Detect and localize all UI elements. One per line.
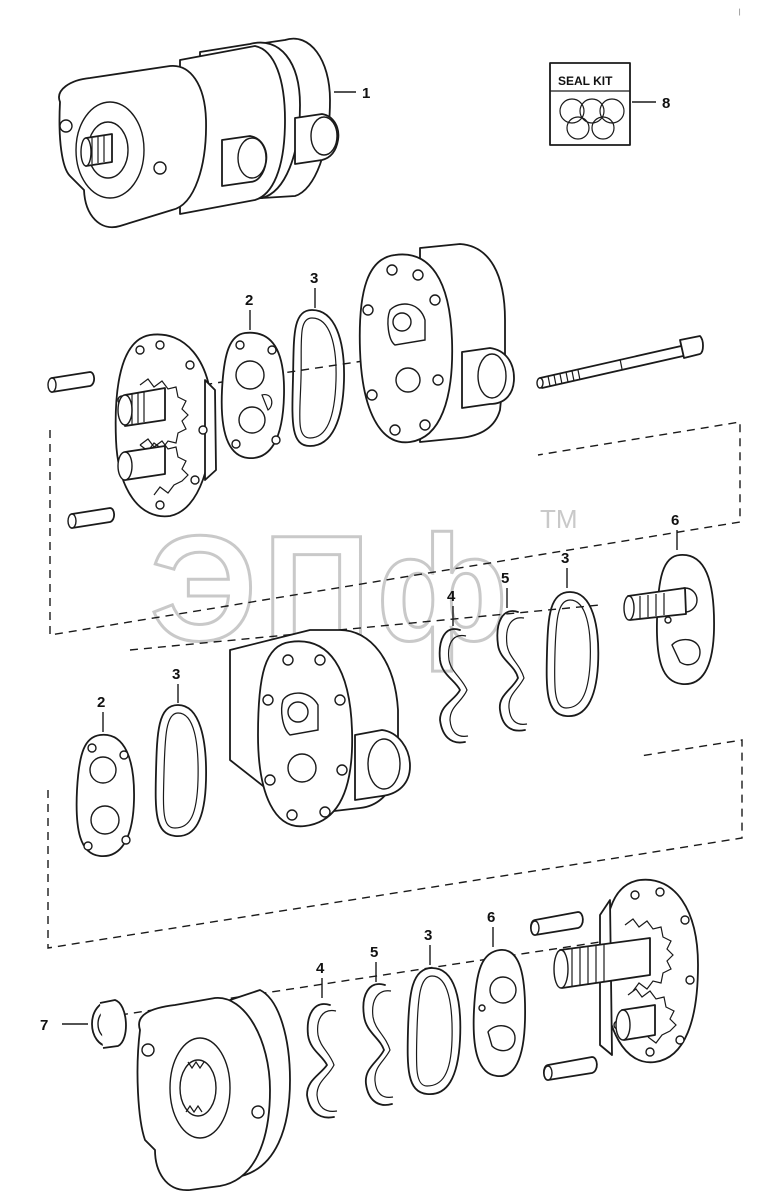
dowel-pin[interactable] [67, 507, 116, 529]
backup-seal-part-4[interactable]: 4 [438, 588, 469, 744]
gear-plate-rear[interactable] [553, 878, 699, 1064]
thrust-plate-part-6[interactable]: 6 [623, 512, 715, 685]
pump-body-rear[interactable] [358, 243, 515, 444]
axis-line [129, 604, 601, 651]
dowel-pin[interactable] [47, 371, 96, 393]
callout-2-mid: 2 [97, 694, 105, 711]
callout-7: 7 [40, 1017, 48, 1034]
gear-plate-front[interactable] [114, 333, 217, 518]
dowel-pin[interactable] [529, 911, 584, 936]
shaft-seal-part-7[interactable]: 7 [40, 999, 127, 1049]
thrust-plate-part-6[interactable]: 6 [472, 909, 526, 1077]
callout-3-mid-right: 3 [561, 550, 569, 567]
o-ring-part-3[interactable]: 3 [291, 270, 345, 447]
callout-4-mid: 4 [447, 588, 456, 605]
seal-part-5[interactable]: 5 [496, 570, 528, 732]
seal-part-5[interactable]: 5 [362, 944, 394, 1106]
callout-1: 1 [362, 85, 370, 102]
tie-bolt[interactable] [536, 335, 704, 389]
wear-plate-part-2[interactable]: 2 [75, 694, 135, 857]
callout-8: 8 [662, 95, 670, 112]
callout-5-bot: 5 [370, 944, 378, 961]
callout-2-top: 2 [245, 292, 253, 309]
svg-text:∣: ∣ [738, 8, 742, 16]
seal-kit-label: SEAL KIT [558, 74, 613, 88]
dowel-pin[interactable] [542, 1056, 598, 1081]
o-ring-part-3[interactable]: 3 [406, 927, 462, 1095]
watermark-tm: TM [540, 504, 578, 534]
pump-assembly-part-1[interactable]: 1 [58, 37, 370, 229]
callout-3-mid-left: 3 [172, 666, 180, 683]
wear-plate-part-2[interactable]: 2 [220, 292, 285, 459]
o-ring-part-3[interactable]: 3 [154, 666, 207, 837]
callout-5-mid: 5 [501, 570, 509, 587]
callout-4-bot: 4 [316, 960, 325, 977]
front-mounting-flange[interactable] [136, 989, 291, 1191]
explode-frame-mid [47, 739, 743, 949]
seal-kit-part-8[interactable]: SEAL KIT 8 [549, 62, 670, 146]
backup-seal-part-4[interactable]: 4 [306, 960, 338, 1119]
callout-3-top: 3 [310, 270, 318, 287]
o-ring-part-3[interactable]: 3 [545, 550, 600, 717]
axis-line [119, 941, 601, 1016]
callout-3-bot: 3 [424, 927, 432, 944]
callout-6-bot: 6 [487, 909, 495, 926]
callout-6-mid: 6 [671, 512, 679, 529]
pump-body-middle[interactable] [229, 629, 411, 828]
